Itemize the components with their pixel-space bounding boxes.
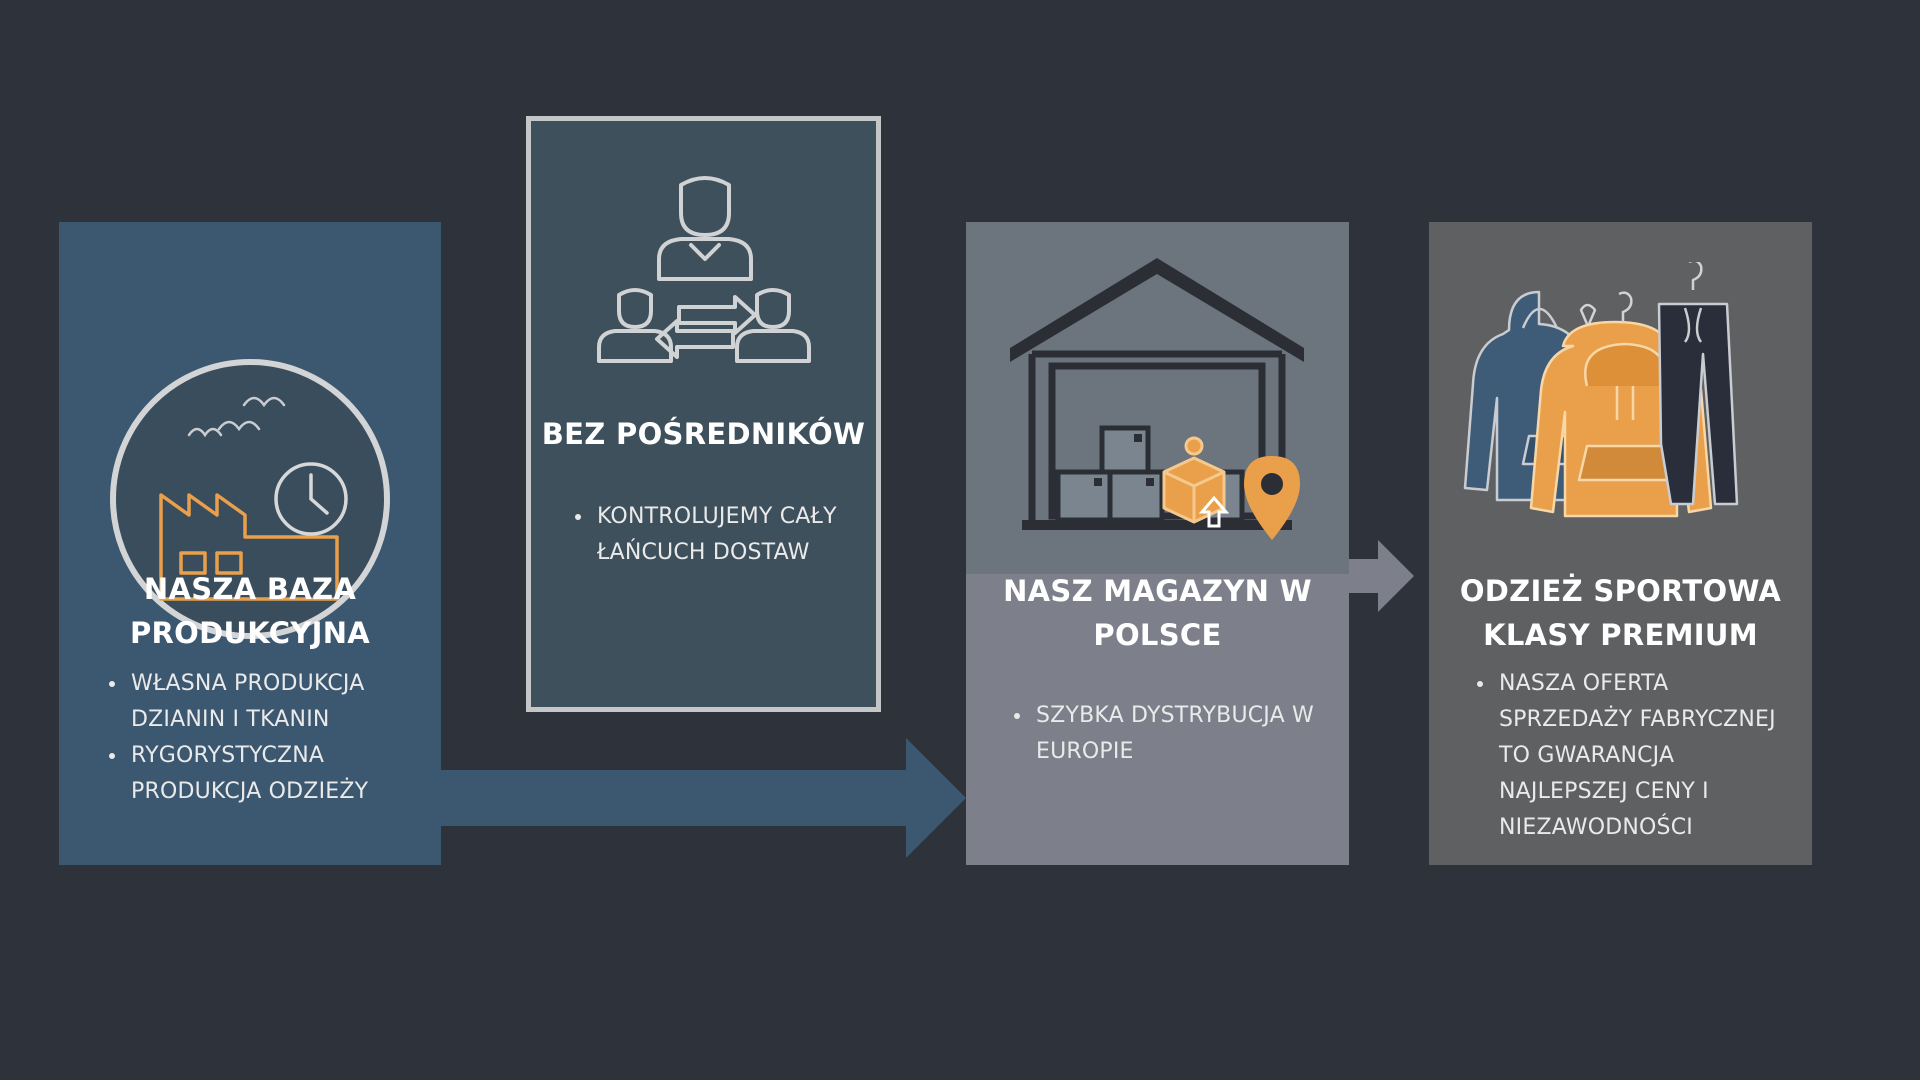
bullet-list: SZYBKA DYSTRYBUCJA W EUROPIE: [1010, 698, 1329, 770]
bullet-list: NASZA OFERTA SPRZEDAŻY FABRYCZNEJ TO GWA…: [1473, 666, 1796, 846]
flow-arrow-warehouse-to-premium: [1348, 540, 1414, 612]
people-exchange-icon: [597, 176, 811, 363]
bullet-list: WŁASNA PRODUKCJA DZIANIN I TKANIN RYGORY…: [105, 666, 421, 810]
card-title: ODZIEŻ SPORTOWA KLASY PREMIUM: [1459, 574, 1782, 652]
card-production-base: NASZA BAZA PRODUKCYJNA WŁASNA PRODUKCJA …: [59, 222, 441, 865]
card-premium-sportswear: ODZIEŻ SPORTOWA KLASY PREMIUM NASZA OFER…: [1429, 222, 1812, 865]
bullet-item: SZYBKA DYSTRYBUCJA W EUROPIE: [1010, 698, 1329, 770]
card-title: NASZ MAGAZYN W POLSCE: [1003, 574, 1312, 652]
bullet-item: NASZA OFERTA SPRZEDAŻY FABRYCZNEJ TO GWA…: [1473, 666, 1796, 846]
flow-arrow-production-to-warehouse: [440, 738, 966, 858]
card-warehouse-poland: NASZ MAGAZYN W POLSCE SZYBKA DYSTRYBUCJA…: [966, 222, 1349, 865]
sportswear-icon: [1463, 262, 1739, 518]
bullet-item: WŁASNA PRODUKCJA DZIANIN I TKANIN: [105, 666, 421, 738]
card-title: BEZ POŚREDNIKÓW: [541, 417, 866, 451]
warehouse-icon: [1010, 258, 1304, 540]
card-no-intermediaries: BEZ POŚREDNIKÓW KONTROLUJEMY CAŁY ŁAŃCUC…: [526, 116, 881, 712]
bullet-item: KONTROLUJEMY CAŁY ŁAŃCUCH DOSTAW: [571, 499, 856, 571]
bullet-item: RYGORYSTYCZNA PRODUKCJA ODZIEŻY: [105, 738, 421, 810]
factory-icon: [110, 359, 390, 639]
bullet-list: KONTROLUJEMY CAŁY ŁAŃCUCH DOSTAW: [571, 499, 856, 571]
card-title: NASZA BAZA PRODUKCYJNA: [129, 572, 371, 650]
